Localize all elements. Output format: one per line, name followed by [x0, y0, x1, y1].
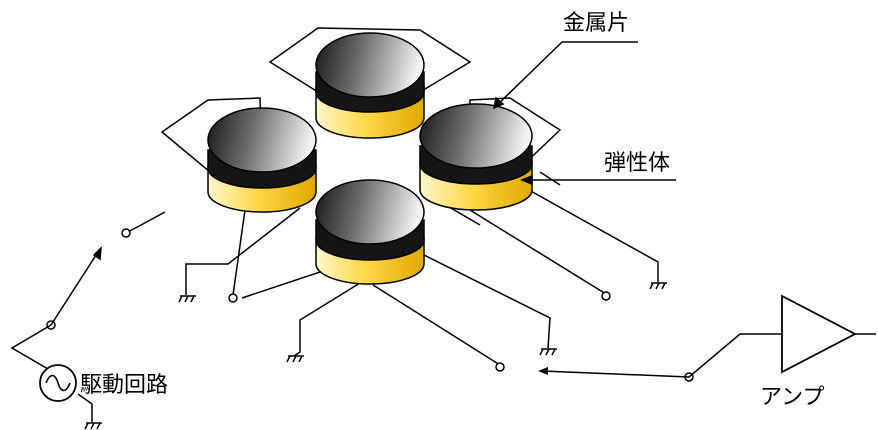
- callouts: [492, 41, 676, 186]
- cylinder-bottom: [315, 179, 425, 285]
- terminal: [601, 291, 611, 301]
- elastic-body-label: 弾性体: [604, 151, 670, 176]
- amplifier-label: アンプ: [760, 385, 824, 410]
- cylinder-top: [315, 32, 425, 139]
- cylinder-right: [419, 103, 533, 211]
- drive-path: [10, 246, 102, 422]
- cylinder-left: [207, 107, 317, 213]
- ac-source-icon: [39, 364, 77, 402]
- ground-icon: [539, 348, 557, 356]
- metal-piece-label: 金属片: [563, 11, 629, 36]
- ground-icon: [649, 282, 667, 290]
- ground-symbols: [84, 282, 667, 430]
- terminal-drive: [121, 228, 131, 238]
- terminal-sense: [495, 362, 505, 372]
- terminal: [228, 293, 238, 303]
- ground-icon: [286, 355, 304, 363]
- ground-icon: [84, 422, 102, 430]
- amplifier-icon: [538, 294, 876, 378]
- ground-icon: [178, 295, 196, 303]
- drive-circuit-label: 駆動回路: [80, 373, 168, 398]
